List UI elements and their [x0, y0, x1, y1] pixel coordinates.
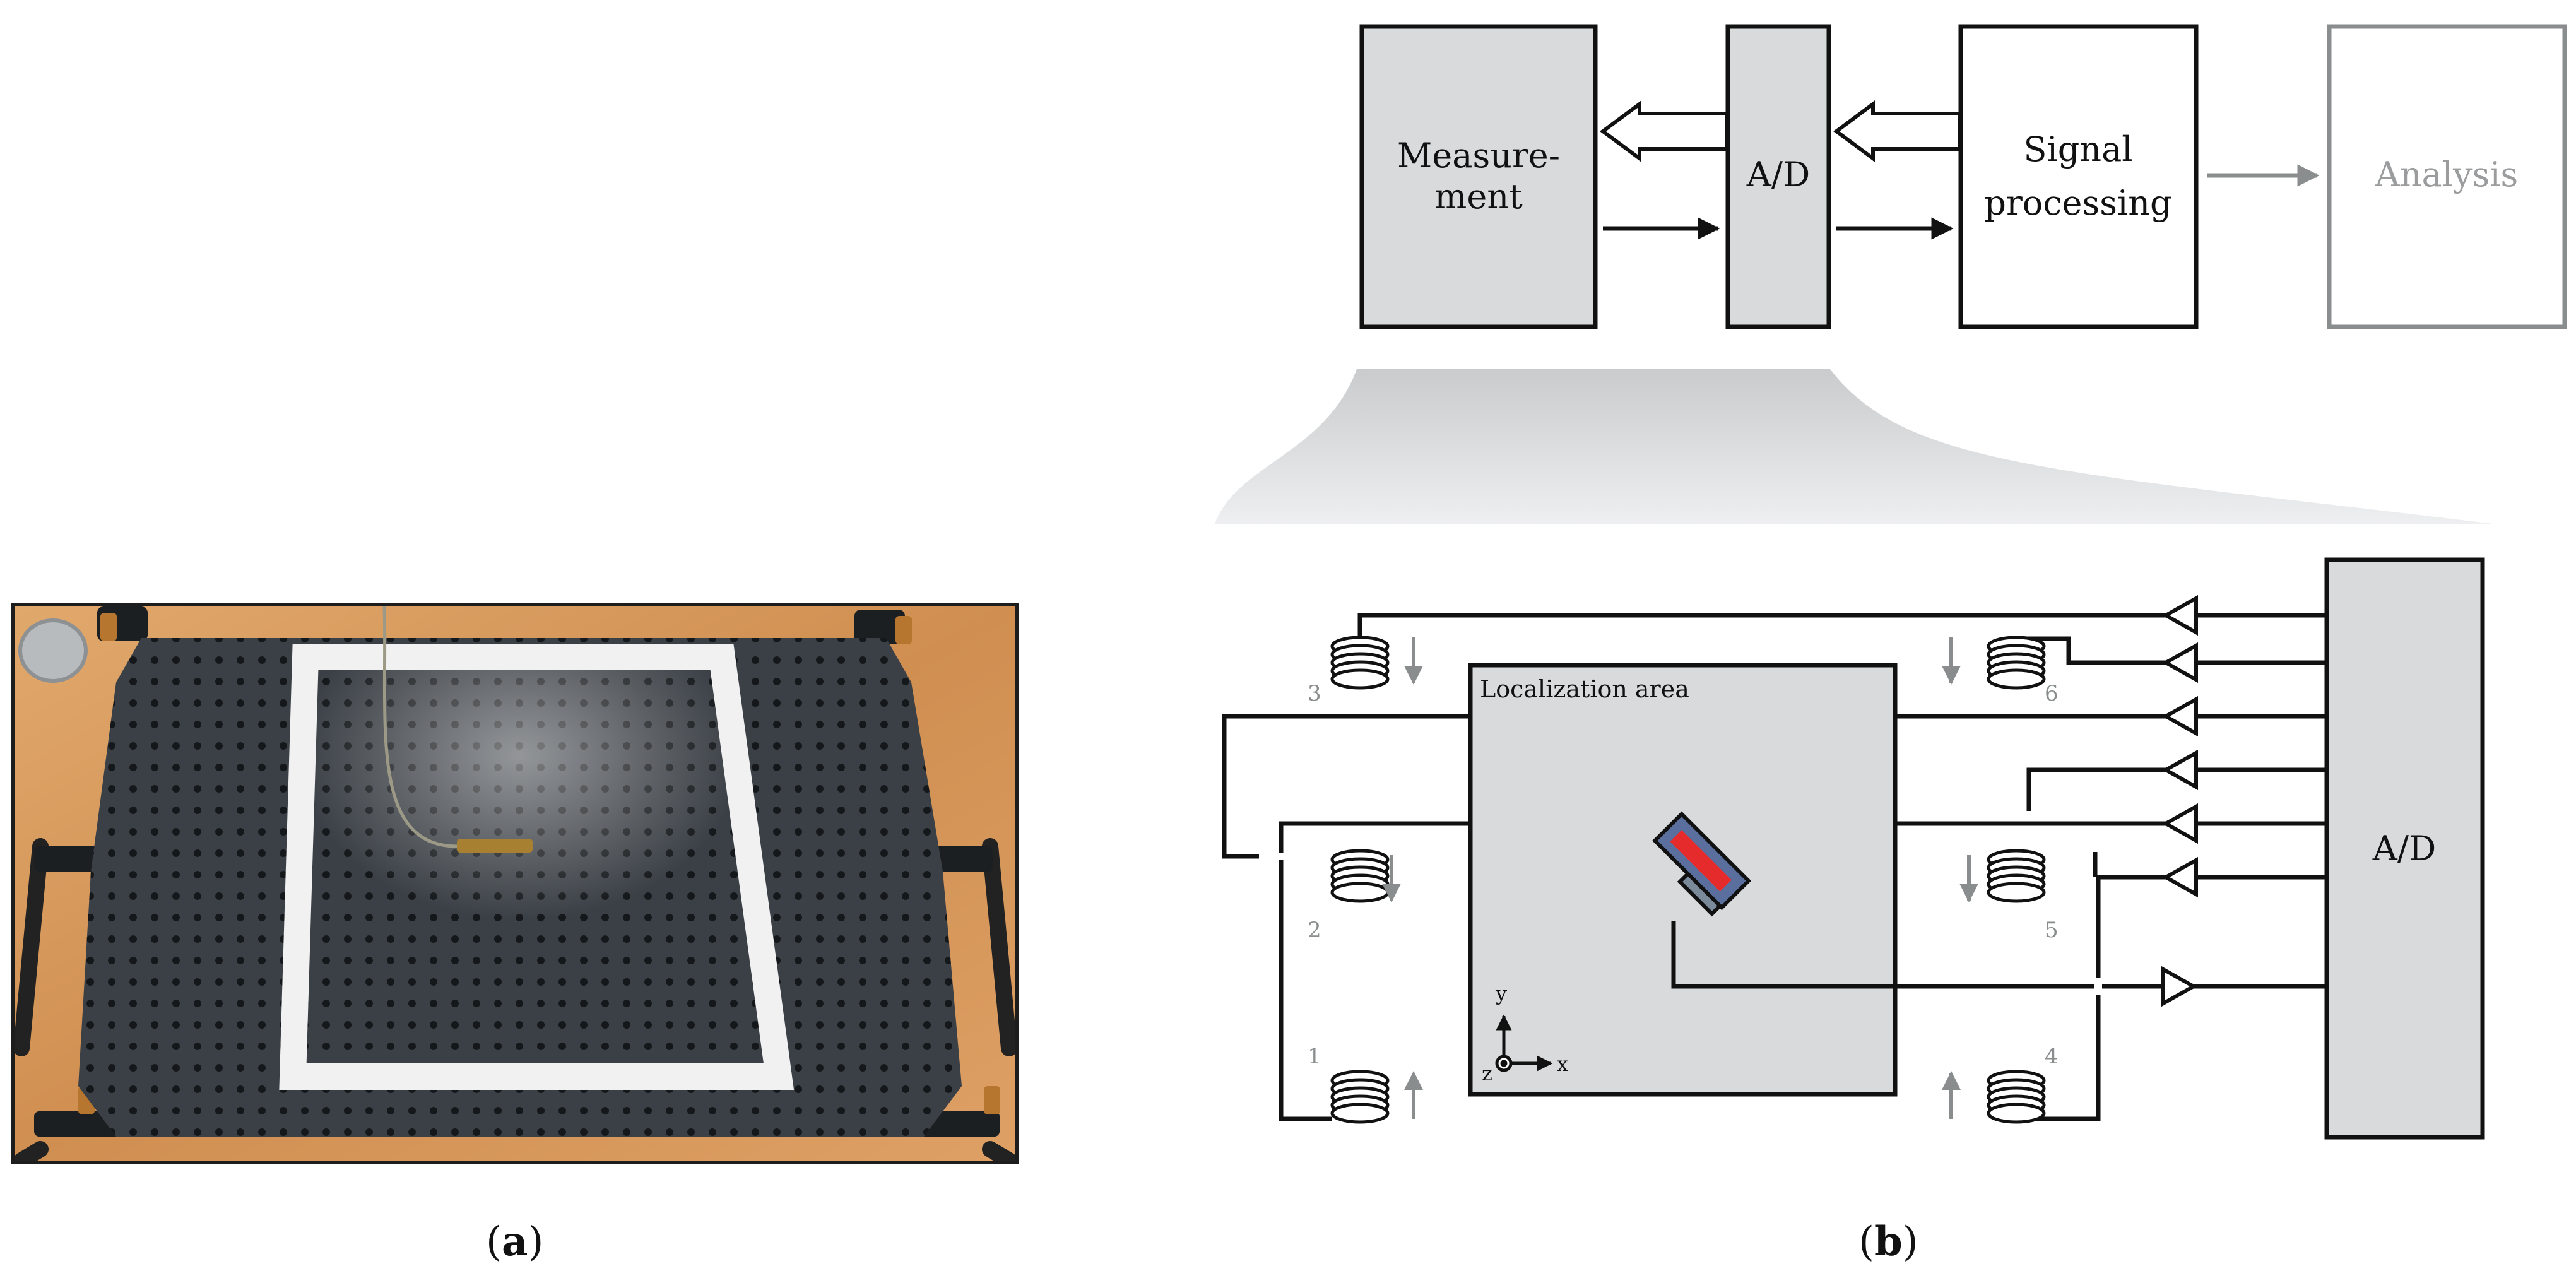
- coil-label-3: 3: [1308, 681, 1321, 706]
- amplifier-1: [2161, 594, 2198, 636]
- wire-crossings: [1259, 853, 2102, 995]
- setup-photo: [11, 603, 1019, 1164]
- coil-2: [1330, 849, 1390, 903]
- caption-a: (a): [486, 1218, 544, 1265]
- wires: [1222, 613, 2327, 1121]
- amplifier-6: [2161, 856, 2198, 898]
- coil-label-6: 6: [2045, 681, 2059, 706]
- ad-block-top: A/D: [1725, 24, 1831, 329]
- hollow-arrow-2: [1833, 100, 1961, 162]
- coil-3: [1330, 636, 1390, 690]
- axis-y-label: y: [1495, 981, 1507, 1005]
- signal-label: Signal: [2023, 129, 2132, 169]
- sensor-cable: [382, 606, 458, 848]
- signal-processing-block: Signal processing: [1958, 24, 2199, 329]
- localization-area: Localization area: [1468, 663, 1898, 1097]
- coil-1: [1330, 1070, 1390, 1124]
- measurement-label: Measure-: [1397, 136, 1560, 175]
- ad-top-label: A/D: [1746, 155, 1811, 194]
- coil-4: [1987, 1070, 2046, 1124]
- amplifiers: [2161, 594, 2198, 1007]
- axis-z-label: z: [1482, 1061, 1492, 1085]
- localization-area-label: Localization area: [1480, 675, 1689, 703]
- coils: [1330, 636, 2046, 1124]
- ad-right-label: A/D: [2372, 829, 2437, 868]
- signal-label-2: processing: [1984, 183, 2171, 223]
- measurement-block: Measure- ment: [1359, 24, 1598, 329]
- axis-x-label: x: [1557, 1052, 1568, 1076]
- amplifier-5: [2161, 803, 2198, 844]
- coil-labels: 1 2 3 4 5 6: [1308, 681, 2059, 1069]
- zoom-funnel: [1215, 369, 2493, 524]
- amplifier-4: [2161, 749, 2198, 791]
- field-arrows: [1382, 637, 1978, 1119]
- coordinate-axes: [1495, 1014, 1553, 1072]
- coil-6: [1987, 636, 2046, 690]
- sensor-symbol: [1652, 811, 1752, 917]
- coil-label-4: 4: [2045, 1044, 2059, 1069]
- analysis-label: Analysis: [2375, 155, 2518, 194]
- caption-b: (b): [1858, 1218, 1918, 1265]
- petri-dish: [18, 618, 88, 683]
- setup-photo-illustration: [15, 606, 1015, 1161]
- ad-block-right: A/D: [2324, 557, 2485, 1140]
- coil-label-5: 5: [2045, 918, 2059, 943]
- amplifier-sensor: [2161, 966, 2198, 1007]
- measurement-label-2: ment: [1434, 177, 1523, 216]
- tape-square: [279, 644, 795, 1090]
- sensor-probe: [457, 839, 533, 853]
- analysis-block: Analysis: [2327, 24, 2567, 329]
- coil-label-2: 2: [1308, 918, 1321, 943]
- stand-legs: [15, 838, 1015, 1161]
- amplifier-2: [2161, 642, 2198, 683]
- coil-label-1: 1: [1308, 1044, 1321, 1069]
- hollow-arrow-1: [1599, 100, 1728, 162]
- coil-5: [1987, 849, 2046, 903]
- amplifier-3: [2161, 695, 2198, 737]
